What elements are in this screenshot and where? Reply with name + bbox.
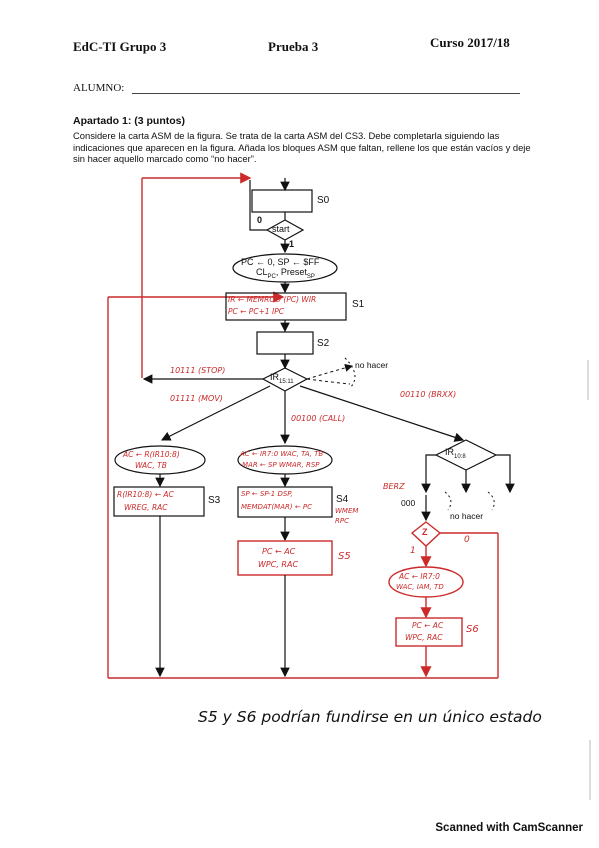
s1-line1: IR ← MEMROD (PC) WIR: [228, 295, 317, 304]
scanner-watermark: Scanned with CamScanner: [435, 822, 583, 834]
state-s0: [251, 178, 313, 220]
s4-label: S4: [336, 494, 349, 505]
start-one-label: 1: [289, 239, 295, 249]
test-title: Prueba 3: [268, 39, 319, 54]
course-group: EdC-TI Grupo 3: [73, 39, 167, 54]
s6-line2: WPC, RAC: [405, 633, 443, 642]
s6-line1: PC ← AC: [412, 621, 444, 630]
start-zero-label: 0: [257, 215, 263, 225]
s4-line1: SP ← SP-1 DSP,: [241, 490, 293, 498]
s5-line1: PC ← AC: [262, 547, 296, 556]
red-loop-lines: [107, 172, 499, 679]
mov-code: 01111 (MOV): [170, 394, 223, 403]
berz-label: BERZ: [383, 482, 405, 491]
student-label: ALUMNO:: [73, 82, 125, 94]
z-one-label: 1: [410, 546, 416, 556]
call-out-line2: MAR ← SP WMAR, RSP: [242, 461, 320, 469]
s3-label: S3: [208, 495, 221, 506]
s1-label: S1: [352, 299, 365, 310]
s4-line4: RPC: [335, 517, 349, 525]
ellipsis: ...: [462, 480, 470, 490]
call-out-line1: AC ← IR7:0 WAC, TA, TB: [240, 450, 324, 458]
state-s2-box: [256, 331, 314, 355]
s6-label: S6: [466, 624, 479, 635]
s4-line2: MEMDAT(MAR) ← PC: [241, 503, 313, 511]
state-s1-box: [225, 292, 347, 321]
no-hacer-bottom: no hacer: [450, 511, 484, 521]
ir2-label: IR10:8: [445, 447, 466, 460]
course-year: Curso 2017/18: [430, 35, 510, 50]
section-title: Apartado 1: (3 puntos): [73, 115, 185, 127]
s1-line2: PC ← PC+1 IPC: [228, 307, 284, 316]
init-line1: PC ← 0, SP ← $FF: [241, 257, 320, 267]
s5-label: S5: [338, 551, 351, 562]
berz-code: 000: [401, 498, 416, 508]
s5-line2: WPC, RAC: [258, 560, 299, 569]
brxx-out-line1: AC ← IR7:0: [399, 572, 440, 581]
section-text: Considere la carta ASM de la figura. Se …: [73, 130, 531, 164]
state-s3-box: [113, 486, 205, 517]
s3-line1: R(IR10:8) ← AC: [117, 490, 174, 499]
ir-label: IR15:11: [270, 372, 294, 385]
s3-line2: WREG, RAC: [124, 503, 168, 512]
s4-line3: WMEM: [335, 507, 359, 515]
start-label: start: [272, 224, 290, 234]
s2-label: S2: [317, 338, 330, 349]
state-s6-box: [395, 617, 463, 647]
z-zero-label: 0: [464, 535, 470, 545]
s0-label: S0: [317, 195, 330, 206]
stop-code: 10111 (STOP): [170, 366, 226, 375]
brxx-out-line2: WAC, IAM, TD: [396, 583, 444, 591]
start-decision: [249, 180, 305, 254]
brxx-code: 00110 (BRXX): [400, 390, 457, 399]
z-label: Z: [422, 527, 428, 537]
student-name-line: [132, 93, 520, 94]
mov-out-line1: AC ← R(IR10:8): [123, 450, 180, 459]
handwritten-note: S5 y S6 podrían fundirse en un único est…: [198, 708, 542, 726]
mov-out-line2: WAC, TB: [135, 461, 167, 470]
no-hacer-top: no hacer: [355, 360, 389, 370]
call-code: 00100 (CALL): [291, 414, 346, 423]
init-line2: CLPC, PresetSP: [256, 267, 315, 280]
